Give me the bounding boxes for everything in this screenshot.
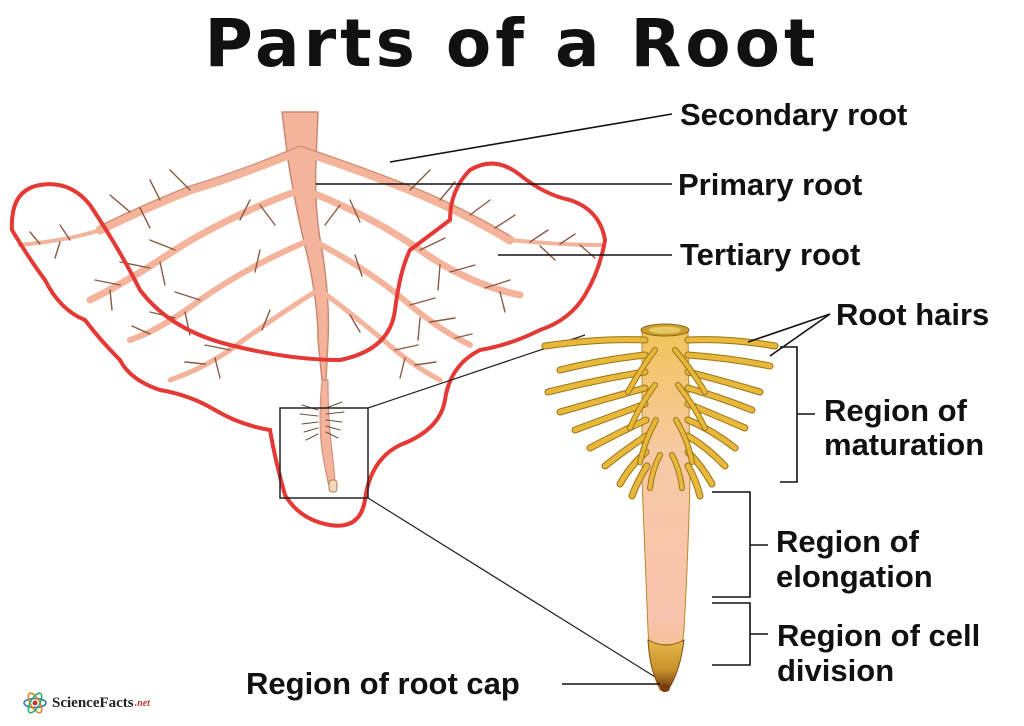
label-root-hairs: Root hairs: [836, 297, 990, 332]
label-secondary-root: Secondary root: [680, 97, 908, 132]
label-tertiary-root: Tertiary root: [680, 237, 861, 272]
bracket-cell-division: [712, 602, 751, 666]
leader-root-hairs-2: [769, 313, 831, 357]
zoom-box: [279, 407, 369, 499]
root-cap-tip: [660, 684, 670, 692]
root-hairs-cluster: [541, 336, 779, 500]
lower-root-hairs: [299, 401, 345, 441]
enlarged-root-tip: [541, 323, 779, 692]
leader-lines: [316, 113, 831, 685]
label-maturation-line2: maturation: [824, 427, 985, 462]
zoom-line-bottom: [367, 497, 661, 681]
lower-root-tip: [319, 379, 337, 491]
label-elongation-line1: Region of: [776, 524, 919, 559]
diagram-title: Parts of a Root: [204, 5, 820, 82]
red-highlight-outline: [9, 161, 608, 528]
leader-root-hairs-1: [747, 313, 831, 343]
root-cross-section-inner: [649, 326, 681, 334]
atom-icon: [23, 692, 47, 714]
secondary-root-branch-outlines: [99, 145, 511, 237]
label-primary-root: Primary root: [678, 167, 863, 202]
logo-suffix: .net: [134, 697, 150, 709]
bracket-elongation: [712, 491, 751, 598]
label-elongation-line2: elongation: [776, 559, 933, 594]
bracket-maturation: [780, 346, 798, 483]
sciencefacts-logo: ScienceFacts.net: [22, 688, 150, 718]
label-cell-division-line1: Region of cell: [777, 618, 981, 653]
root-tip-body: [641, 329, 691, 691]
leader-secondary-root: [389, 113, 673, 163]
logo-name: ScienceFacts: [52, 694, 134, 711]
label-maturation-line1: Region of: [824, 393, 967, 428]
label-cell-division-line2: division: [777, 653, 895, 688]
root-cap-shape: [647, 639, 685, 691]
lower-root-cap: [328, 479, 338, 493]
label-root-cap: Region of root cap: [246, 666, 520, 701]
root-system: [18, 111, 602, 493]
